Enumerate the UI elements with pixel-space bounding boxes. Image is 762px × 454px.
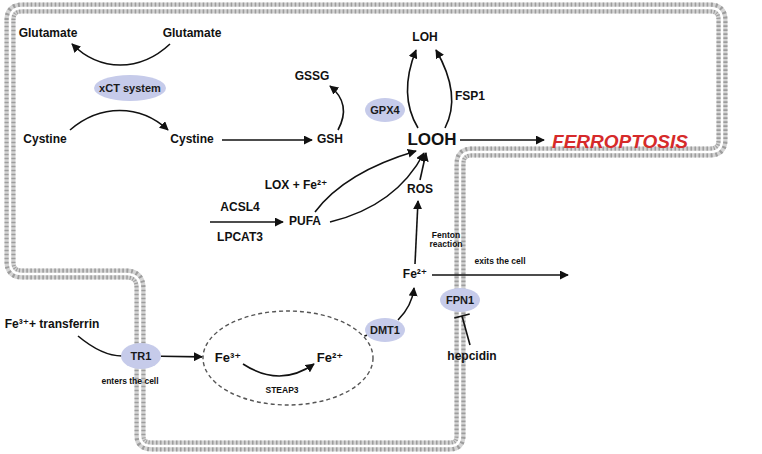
glutamate-arrow xyxy=(72,44,170,65)
cystine-arrow xyxy=(70,111,168,131)
molecule-label: Glutamate xyxy=(163,27,222,40)
node-text: FPN1 xyxy=(446,294,474,306)
molecule-label: Cystine xyxy=(23,133,66,146)
enzyme-label: ACSL4 xyxy=(220,201,259,214)
gsh-to-gssg-arrow xyxy=(330,86,343,130)
reaction-label: Fenton reaction xyxy=(424,231,468,250)
endosome-vesicle: Fe³⁺ STEAP3 Fe²⁺ xyxy=(202,310,374,406)
transporter-ellipse: DMT1 xyxy=(365,318,405,342)
looh-to-loh-arrow xyxy=(407,50,418,128)
pathway-connector xyxy=(161,355,202,357)
iron-export-arrow xyxy=(432,274,568,276)
hepcidin-inhibition xyxy=(454,314,470,345)
molecule-label: Fe²⁺ xyxy=(403,268,427,281)
acsl4-arrow xyxy=(210,221,283,223)
reaction-label: LOX + Fe²⁺ xyxy=(265,179,328,192)
outcome-label: FERROPTOSIS xyxy=(552,132,688,153)
lox-arrow xyxy=(315,151,416,212)
molecule-label: Glutamate xyxy=(19,27,78,40)
ferroptosis-arrow xyxy=(460,139,544,141)
note-label: enters the cell xyxy=(101,377,158,386)
molecule-label: ROS xyxy=(407,183,433,196)
molecule-label: Cystine xyxy=(170,133,213,146)
node-text: TR1 xyxy=(131,350,152,362)
molecule-label: GSH xyxy=(317,133,343,146)
enzyme-label: LPCAT3 xyxy=(217,231,263,244)
node-text: GPX4 xyxy=(370,104,399,116)
membrane-band xyxy=(10,8,722,446)
node-text: xCT system xyxy=(99,82,161,94)
node-text: Fe³⁺ xyxy=(215,350,241,365)
molecule-label: hepcidin xyxy=(447,350,496,363)
fsp1-arrow xyxy=(436,50,452,128)
node-text: DMT1 xyxy=(370,324,400,336)
enzyme-ellipse: GPX4 xyxy=(365,98,405,122)
molecule-label: GSSG xyxy=(295,70,330,83)
node-text: Fe²⁺ xyxy=(317,350,343,365)
cystine-to-gsh-arrow xyxy=(222,139,312,141)
molecule-label: PUFA xyxy=(289,215,321,228)
molecule-label: LOOH xyxy=(407,131,456,150)
dmt1-to-iron-arrow xyxy=(398,288,414,320)
note-label: exits the cell xyxy=(474,257,525,266)
exporter-ellipse: FPN1 xyxy=(440,288,480,312)
pathway-connector xyxy=(364,334,367,336)
membrane-dots xyxy=(10,8,722,446)
steap3-arrow xyxy=(243,364,314,376)
enzyme-label: FSP1 xyxy=(455,90,485,103)
receptor-ellipse: TR1 xyxy=(121,343,161,369)
fenton-arrow xyxy=(415,201,418,264)
endosome-outline xyxy=(203,311,373,405)
membrane-core xyxy=(10,8,722,446)
cell-membrane xyxy=(10,8,722,446)
transferrin-arrow xyxy=(78,336,122,356)
molecule-label: LOH xyxy=(412,31,437,44)
transporter-ellipse: xCT system xyxy=(94,75,166,101)
pathway-arrows xyxy=(70,44,568,376)
node-text: STEAP3 xyxy=(265,385,298,395)
ros-to-looh-arrow xyxy=(420,153,426,180)
molecule-label: Fe³⁺+ transferrin xyxy=(5,318,100,331)
